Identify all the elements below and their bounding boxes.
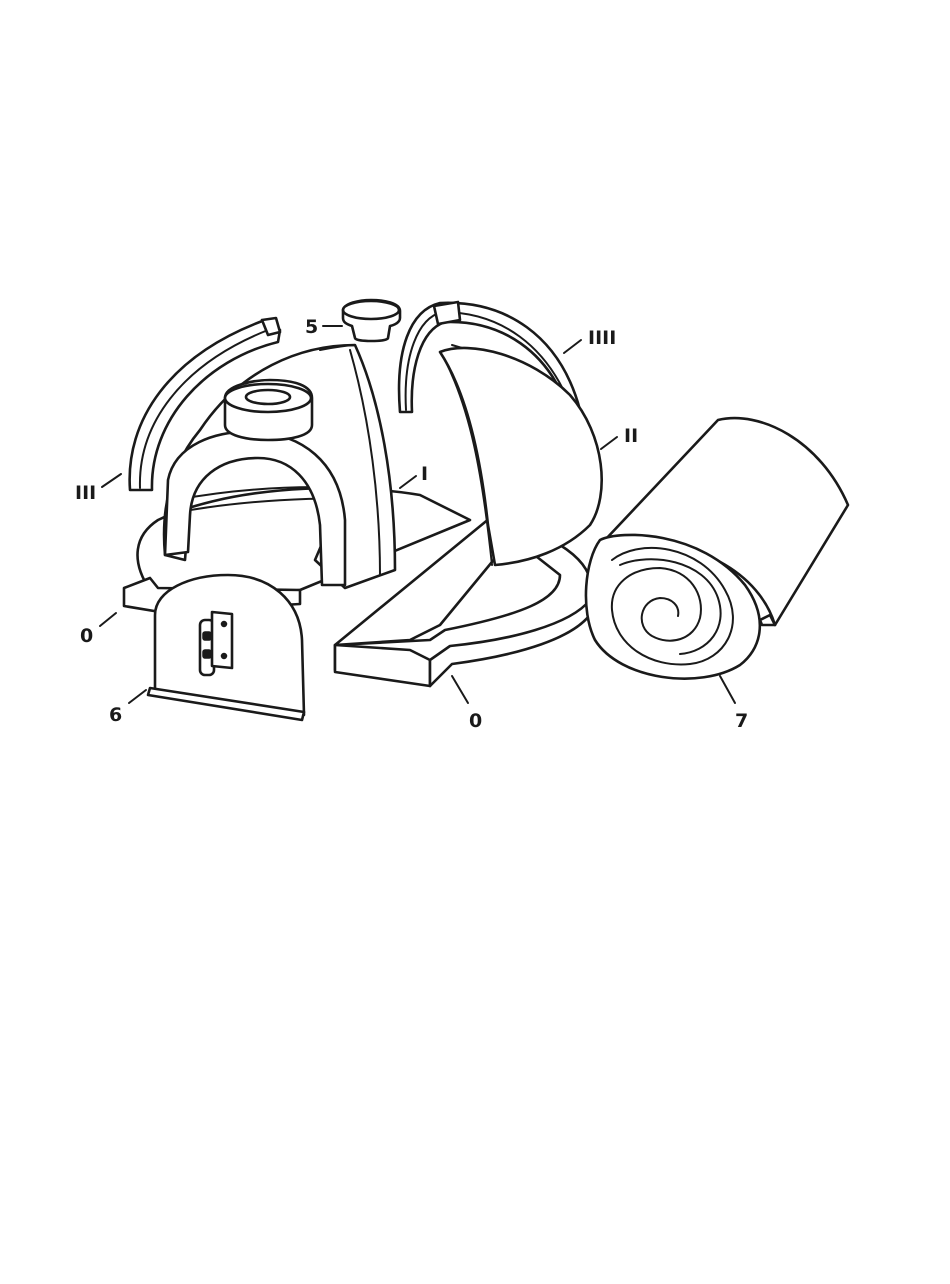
oven-door bbox=[148, 575, 304, 720]
callout-base-left: 0 bbox=[80, 625, 93, 647]
callout-insulation: 7 bbox=[735, 710, 748, 732]
leader-door bbox=[129, 690, 146, 703]
leader-arch-left bbox=[102, 474, 121, 487]
leader-insulation bbox=[720, 676, 735, 703]
chimney-plug bbox=[343, 300, 400, 341]
leader-base-right bbox=[452, 676, 468, 703]
dome-back-half bbox=[440, 345, 602, 565]
callout-dome-back: II bbox=[624, 425, 638, 447]
callout-arch-right: IIII bbox=[588, 327, 616, 349]
callout-dome-front: I bbox=[421, 463, 428, 485]
leader-dome-back bbox=[601, 437, 617, 449]
callout-base-right: 0 bbox=[469, 710, 482, 732]
callout-arch-left: III bbox=[75, 482, 96, 504]
callout-chimney-plug: 5 bbox=[305, 316, 318, 338]
leader-arch-right bbox=[564, 340, 581, 353]
insulation-blanket bbox=[586, 418, 848, 679]
flue-collar bbox=[225, 380, 312, 440]
leader-base-left bbox=[100, 613, 116, 626]
callout-door: 6 bbox=[109, 704, 122, 726]
leader-dome-front bbox=[400, 476, 416, 488]
